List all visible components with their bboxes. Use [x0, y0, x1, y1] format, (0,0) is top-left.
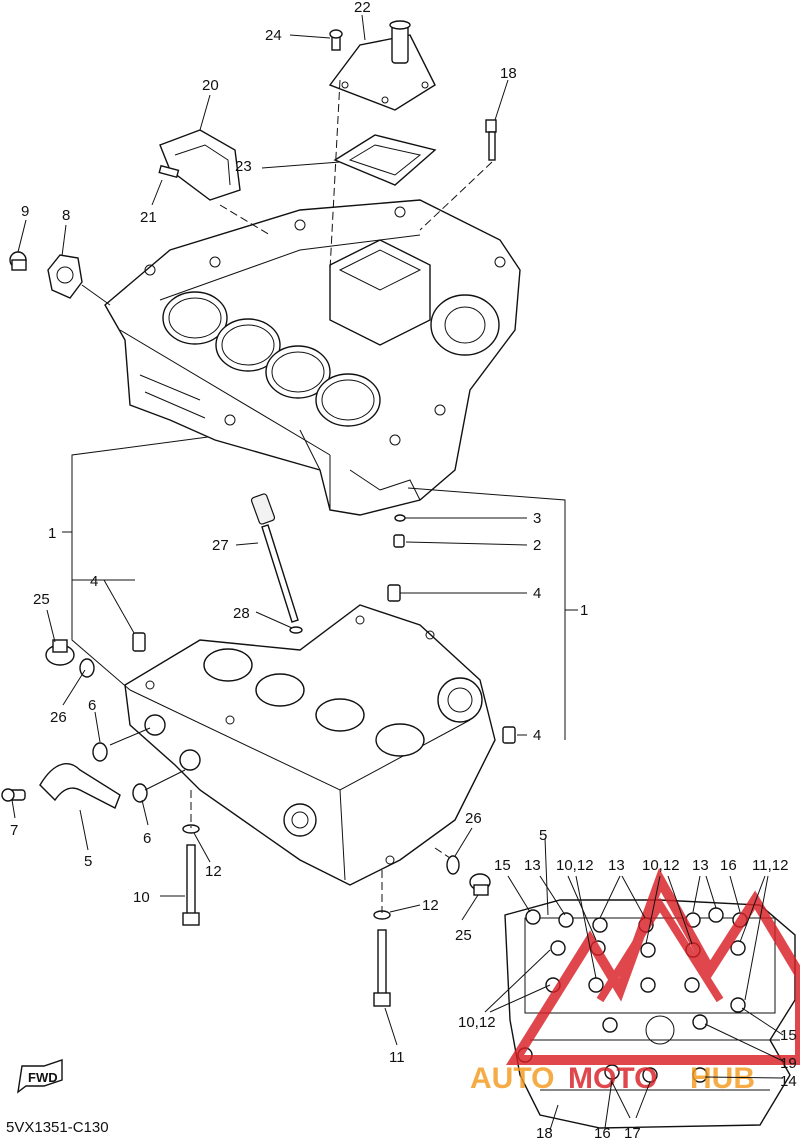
fwd-label: FWD — [28, 1070, 58, 1085]
callout-4-right: 4 — [533, 727, 541, 744]
callout-12-left: 12 — [205, 863, 222, 880]
callout-20: 20 — [202, 77, 219, 94]
inset-callout-14: 14 — [780, 1073, 797, 1090]
cover-plate — [158, 129, 241, 201]
callout-1-left: 1 — [48, 525, 56, 542]
fwd-arrow: FWD — [17, 1059, 63, 1094]
callout-24: 24 — [265, 27, 282, 44]
callout-25-left: 25 — [33, 591, 50, 608]
leader-lines — [11, 14, 786, 1131]
inset-callout-13-a: 13 — [524, 857, 541, 874]
callout-9: 9 — [21, 203, 29, 220]
dowel-pins — [132, 584, 516, 744]
watermark-text-hub: HUB — [690, 1062, 755, 1095]
callout-6-bottom: 6 — [143, 830, 151, 847]
callout-8: 8 — [62, 207, 70, 224]
o-ring-and-jet — [393, 514, 406, 548]
inset-callout-17: 17 — [624, 1125, 641, 1141]
callout-11: 11 — [389, 1049, 405, 1066]
callout-18: 18 — [500, 65, 517, 82]
inset-callout-10-12-a: 10,12 — [556, 857, 594, 874]
callout-6-top: 6 — [88, 697, 96, 714]
inset-callout-19: 19 — [780, 1055, 797, 1072]
callout-27: 27 — [212, 537, 229, 554]
callout-22: 22 — [354, 0, 371, 16]
inset-callout-13-c: 13 — [692, 857, 709, 874]
callout-3: 3 — [533, 510, 541, 527]
callout-1-right: 1 — [580, 602, 588, 619]
oil-pipe-assembly — [1, 742, 148, 809]
watermark-text-auto: AUTO — [470, 1062, 554, 1095]
part-code: 5VX1351-C130 — [6, 1119, 109, 1136]
inset-callout-5: 5 — [539, 827, 547, 844]
callout-26-right: 26 — [465, 810, 482, 827]
lower-crankcase — [124, 604, 496, 886]
callout-4-mid: 4 — [533, 585, 541, 602]
watermark-text-moto: MOTO — [568, 1062, 657, 1095]
callout-7: 7 — [10, 822, 18, 839]
inset-callout-18: 18 — [536, 1125, 553, 1141]
inset-callout-16-bottom: 16 — [594, 1125, 611, 1141]
callout-10: 10 — [133, 889, 150, 906]
inset-callout-13-b: 13 — [608, 857, 625, 874]
breather-cover-assembly — [328, 20, 437, 186]
bolt-18 — [485, 119, 497, 161]
inset-callout-16-top: 16 — [720, 857, 737, 874]
inset-callout-15-top: 15 — [494, 857, 511, 874]
inset-callout-10-12-left: 10,12 — [458, 1014, 496, 1031]
crankcase-bolts — [182, 824, 491, 1007]
inset-callout-15-right: 15 — [780, 1027, 797, 1044]
inset-callout-11-12: 11,12 — [752, 857, 788, 874]
inset-callout-10-12-b: 10,12 — [642, 857, 680, 874]
callout-25-right: 25 — [455, 927, 472, 944]
plug-and-cover — [9, 251, 83, 299]
callout-labels: 22 24 18 20 23 21 9 8 1 1 3 2 27 4 4 4 2… — [10, 0, 797, 1141]
callout-26-left: 26 — [50, 709, 67, 726]
callout-12-right: 12 — [422, 897, 439, 914]
callout-5-left: 5 — [84, 853, 92, 870]
drain-plug-left — [45, 639, 95, 678]
oil-level-gauge — [250, 493, 303, 634]
upper-crankcase — [104, 199, 521, 516]
callout-2: 2 — [533, 537, 541, 554]
callout-21: 21 — [140, 209, 157, 226]
watermark-logo: AUTO MOTO HUB — [470, 867, 800, 1095]
callout-28: 28 — [233, 605, 250, 622]
watermark-triangle — [505, 867, 800, 1065]
callout-23: 23 — [235, 158, 252, 175]
callout-4-left: 4 — [90, 573, 98, 590]
